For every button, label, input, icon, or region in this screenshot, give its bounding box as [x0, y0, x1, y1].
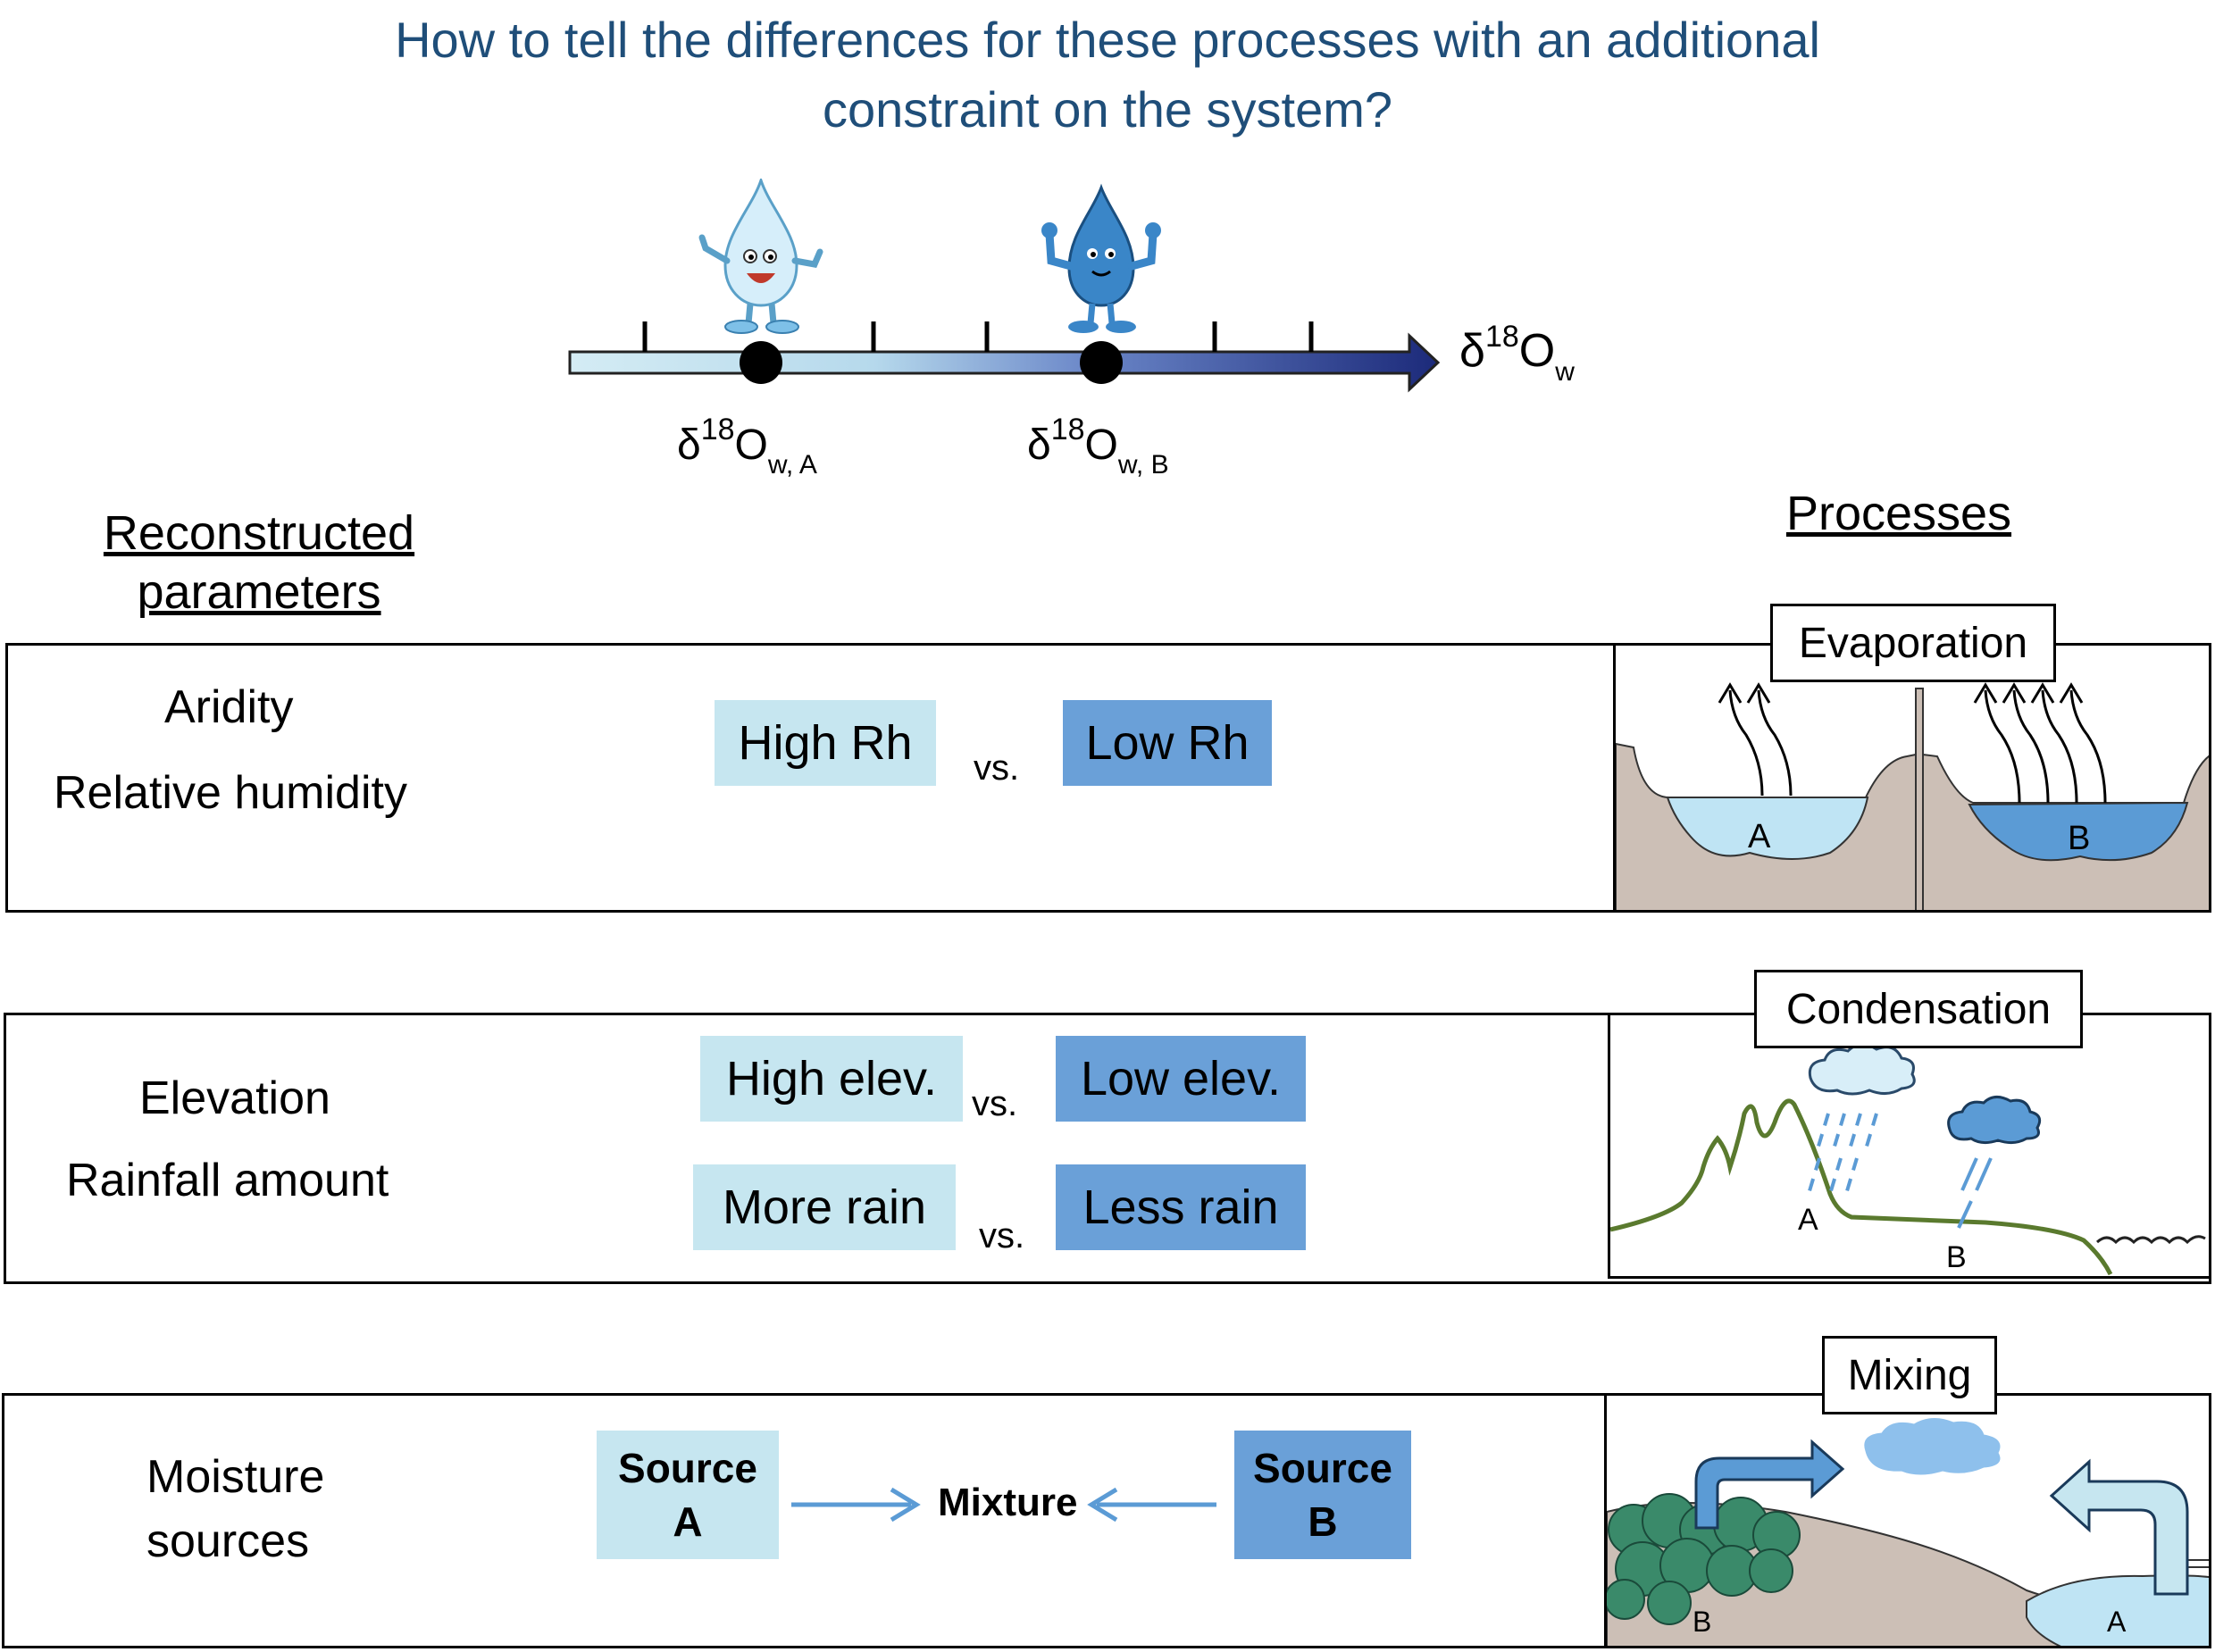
chip-more-rain: More rain [693, 1164, 956, 1250]
axis-ticks [642, 321, 1314, 352]
param-moisture: Moisture [146, 1451, 325, 1503]
mixing-label-a: A [2107, 1606, 2127, 1638]
param-sources: sources [146, 1515, 310, 1567]
chip-low-elev: Low elev. [1056, 1036, 1306, 1122]
chip-less-rain: Less rain [1056, 1164, 1306, 1250]
vs-label-rain: vs. [979, 1216, 1025, 1256]
mixing-arrows [791, 1487, 1216, 1523]
cloud-icon-mixing [1864, 1418, 2001, 1475]
chip-low-rh: Low Rh [1063, 700, 1272, 786]
chip-high-elev: High elev. [700, 1036, 963, 1122]
process-mixing: Mixing [1822, 1336, 1997, 1414]
happy-water-drop-icon [698, 179, 823, 334]
label-a: A [1748, 818, 1771, 855]
mixing-panel: A B [1604, 1393, 2211, 1648]
axis-arrow [568, 332, 1441, 393]
chip-source-a: Source A [597, 1431, 779, 1559]
mixture-label: Mixture [938, 1481, 1078, 1524]
evaporation-arrows-low [1718, 682, 1793, 797]
cloud-icon [1808, 1043, 1916, 1096]
chip-high-rh: High Rh [715, 700, 936, 786]
page-title: How to tell the differences for these pr… [0, 5, 2215, 145]
isotope-axis [568, 179, 1441, 393]
process-evaporation: Evaporation [1770, 604, 2056, 682]
mixing-label-b: B [1693, 1606, 1711, 1638]
marker-a [740, 341, 782, 384]
title-line-2: constraint on the system? [822, 81, 1393, 138]
evaporation-arrows-high [1973, 682, 2107, 804]
tick-label-b: δ18Ow, B [1027, 413, 1169, 480]
header-reconstructed-parameters: Reconstructed parameters [103, 506, 415, 619]
header-processes: Processes [1785, 487, 2012, 540]
chip-source-b: Source B [1234, 1431, 1411, 1559]
process-condensation: Condensation [1754, 970, 2083, 1048]
condensation-panel: A B [1608, 1013, 2211, 1279]
tick-label-a: δ18Ow, A [677, 413, 817, 480]
title-line-1: How to tell the differences for these pr… [395, 12, 1820, 68]
condensation-label-b: B [1946, 1240, 1967, 1274]
curved-arrow-icon [1694, 1439, 1845, 1530]
condensation-label-a: A [1798, 1203, 1818, 1237]
rain-cloud-icon [1947, 1096, 2042, 1145]
rain-streaks-b [1957, 1157, 1993, 1229]
param-rainfall-amount: Rainfall amount [66, 1155, 389, 1206]
tree-icon [1607, 1493, 1801, 1625]
rain-streaks-a [1807, 1113, 1878, 1195]
strong-water-drop-icon [1041, 183, 1161, 333]
param-elevation: Elevation [139, 1072, 330, 1124]
evaporation-panel: A B [1613, 643, 2211, 913]
axis-label: δ18Ow [1459, 320, 1575, 387]
param-relative-humidity: Relative humidity [54, 767, 407, 819]
vs-label: vs. [974, 748, 1020, 788]
vs-label-elev: vs. [972, 1084, 1018, 1123]
curved-arrow-icon-a [2049, 1458, 2189, 1596]
param-aridity: Aridity [164, 681, 294, 733]
marker-b [1080, 341, 1123, 384]
label-b: B [2068, 820, 2090, 857]
mountain-line [1610, 1098, 2113, 1276]
